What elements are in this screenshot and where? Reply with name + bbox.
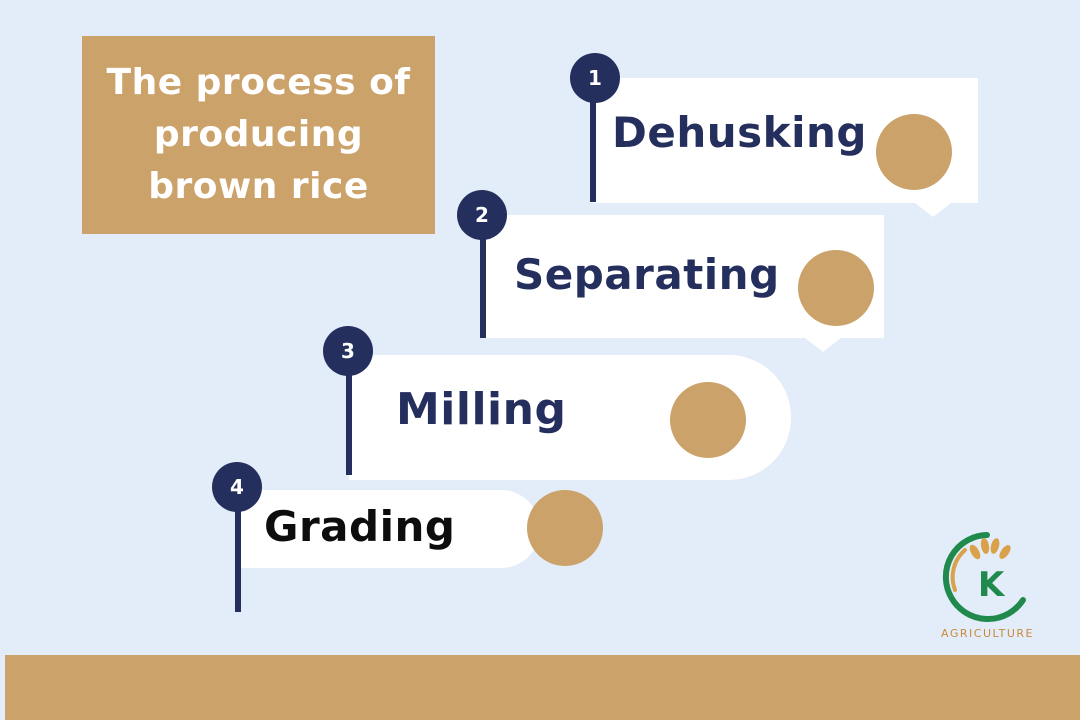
step-dot [670,382,746,458]
step-number-badge: 4 [212,462,262,512]
step-pin [590,100,596,202]
step-number-badge: 3 [323,326,373,376]
logo-letter: K [978,565,1006,605]
step-card-tail [915,203,951,217]
step-dot [876,114,952,190]
k-agriculture-logo: K [925,530,1050,648]
step-pin [235,508,241,612]
step-dot [527,490,603,566]
step-pin [480,238,486,338]
bottom-band [5,655,1080,720]
step-label: Grading [264,502,456,551]
step-card-tail [805,338,841,352]
step-label: Separating [514,250,780,299]
step-pin [346,373,352,475]
step-number-badge: 2 [457,190,507,240]
step-dot [798,250,874,326]
step-card [238,490,540,568]
title-box: The process of producing brown rice [82,36,435,234]
step-label: Milling [396,384,567,435]
logo-caption: AGRICULTURE [941,627,1034,640]
step-number-badge: 1 [570,53,620,103]
page-title: The process of producing brown rice [106,62,411,207]
step-label: Dehusking [612,108,867,157]
logo-mark-icon: K [942,532,1026,622]
